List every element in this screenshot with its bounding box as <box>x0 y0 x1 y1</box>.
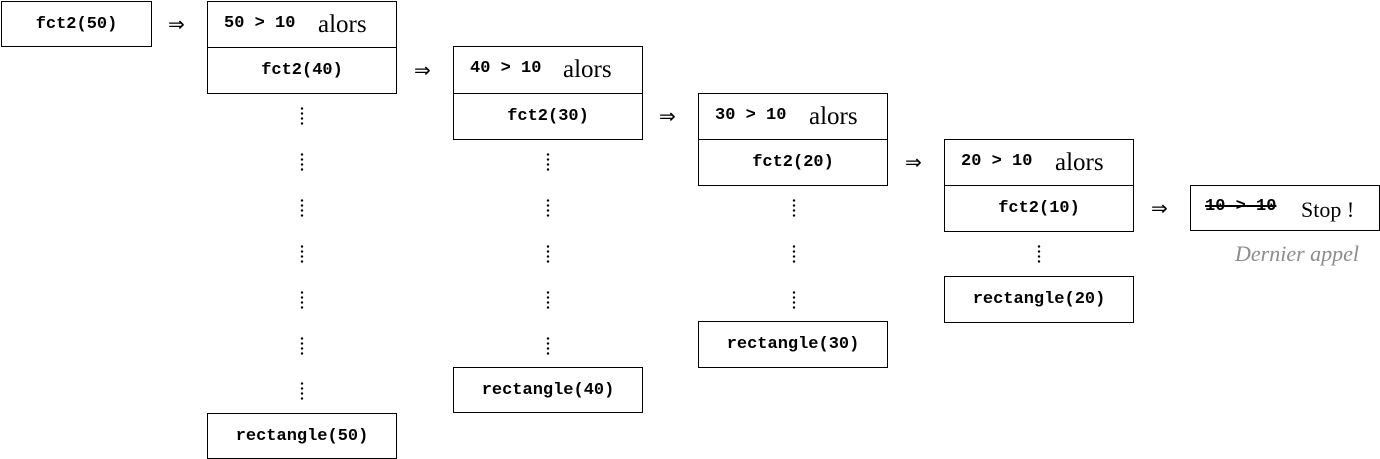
alors-text: alors <box>318 11 367 38</box>
initial-call-box: fct2(50) <box>1 1 152 47</box>
recursion-frame-2: 40 > 10 alors fct2(30) <box>453 46 643 140</box>
arrow-icon: ⇒ <box>414 58 431 82</box>
condition-text: 20 > 10 <box>961 152 1033 171</box>
tail-call-text: rectangle(50) <box>235 426 369 446</box>
vertical-ellipsis <box>792 244 796 264</box>
last-call-caption: Dernier appel <box>1235 241 1360 266</box>
alors-text: alors <box>563 56 612 83</box>
vertical-ellipsis <box>546 198 550 218</box>
stop-condition-text: 10 > 10 <box>1205 197 1277 216</box>
recursive-call-text: fct2(30) <box>507 107 589 126</box>
alors-text: alors <box>809 103 858 130</box>
vertical-ellipsis <box>300 244 304 264</box>
vertical-ellipsis <box>546 290 550 310</box>
condition-text: 50 > 10 <box>224 14 296 33</box>
tail-call-box: rectangle(40) <box>453 367 643 413</box>
vertical-ellipsis <box>300 152 304 172</box>
recursive-call-cell: fct2(10) <box>945 185 1133 231</box>
recursive-call-cell: fct2(30) <box>454 93 642 139</box>
stop-label: Stop ! <box>1301 197 1355 222</box>
alors-text: alors <box>1055 149 1104 176</box>
arrow-icon: ⇒ <box>168 12 185 36</box>
recursion-frame-1: 50 > 10 alors fct2(40) <box>207 1 397 94</box>
recursion-frame-4: 20 > 10 alors fct2(10) <box>944 139 1134 232</box>
recursive-call-text: fct2(40) <box>261 61 343 80</box>
tail-call-box: rectangle(50) <box>207 413 397 459</box>
vertical-ellipsis <box>300 290 304 310</box>
recursive-call-text: fct2(10) <box>998 199 1080 218</box>
tail-call-box: rectangle(30) <box>698 321 888 368</box>
vertical-ellipsis <box>546 152 550 172</box>
vertical-ellipsis <box>300 336 304 356</box>
arrow-icon: ⇒ <box>659 104 676 128</box>
vertical-ellipsis <box>300 381 304 401</box>
vertical-ellipsis <box>546 336 550 356</box>
vertical-ellipsis <box>546 244 550 264</box>
recursive-call-cell: fct2(40) <box>208 47 396 93</box>
arrow-icon: ⇒ <box>905 150 922 174</box>
vertical-ellipsis <box>1037 244 1041 264</box>
condition-text: 30 > 10 <box>715 106 787 125</box>
recursive-call-cell: fct2(20) <box>699 139 887 185</box>
tail-call-text: rectangle(20) <box>972 290 1106 309</box>
recursion-frame-3: 30 > 10 alors fct2(20) <box>698 93 888 186</box>
vertical-ellipsis <box>300 106 304 126</box>
recursive-call-text: fct2(20) <box>752 153 834 172</box>
vertical-ellipsis <box>792 198 796 218</box>
condition-text: 40 > 10 <box>470 59 542 78</box>
initial-call-text: fct2(50) <box>35 14 118 34</box>
tail-call-text: rectangle(40) <box>481 380 615 400</box>
arrow-icon: ⇒ <box>1151 196 1168 220</box>
stop-frame: 10 > 10 Stop ! <box>1190 185 1380 231</box>
vertical-ellipsis <box>792 290 796 310</box>
tail-call-box: rectangle(20) <box>944 276 1134 323</box>
vertical-ellipsis <box>300 198 304 218</box>
tail-call-text: rectangle(30) <box>726 335 860 354</box>
